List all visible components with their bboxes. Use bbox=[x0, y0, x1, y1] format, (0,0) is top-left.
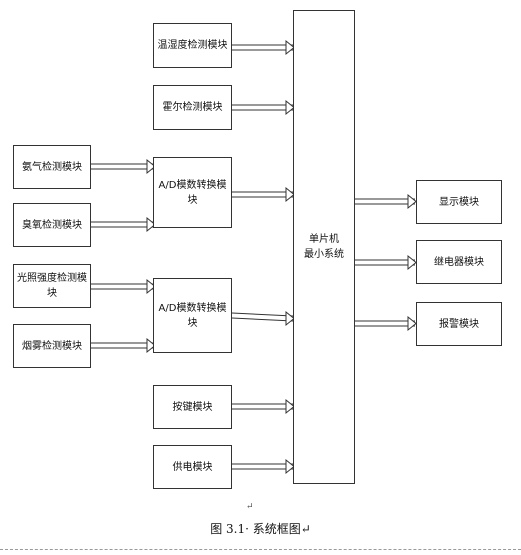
temp-humidity-module-label: 温湿度检测模块 bbox=[157, 40, 228, 51]
arrow-mcu-to-alarm bbox=[355, 315, 417, 332]
paragraph-mark: ↵ bbox=[246, 502, 254, 512]
smoke-module: 烟雾检测模块 bbox=[13, 324, 91, 368]
alarm-module: 报警模块 bbox=[416, 302, 502, 346]
light-intensity-module: 光照强度检测模块 bbox=[13, 264, 91, 308]
ammonia-module: 氨气检测模块 bbox=[13, 145, 91, 189]
display-module: 显示模块 bbox=[416, 180, 502, 224]
arrow-ozone-to-adc1 bbox=[91, 216, 156, 233]
mcu-minimum-system-label: 单片机 最小系统 bbox=[304, 234, 344, 260]
keypad-module: 按键模块 bbox=[153, 385, 232, 429]
ozone-module: 臭氧检测模块 bbox=[13, 203, 91, 247]
relay-module-label: 继电器模块 bbox=[434, 256, 484, 268]
mcu-minimum-system: 单片机 最小系统 bbox=[293, 10, 355, 484]
ozone-module-label: 臭氧检测模块 bbox=[22, 219, 82, 231]
hall-module: 霍尔检测模块 bbox=[153, 85, 232, 130]
figure-caption: 图 3.1· 系统框图↵ bbox=[210, 522, 311, 536]
temp-humidity-module: 温湿度检测模块 bbox=[153, 23, 232, 68]
power-module: 供电模块 bbox=[153, 445, 232, 489]
adc-module-2: A/D模数转换模块 bbox=[153, 278, 232, 353]
power-module-label: 供电模块 bbox=[172, 461, 213, 473]
smoke-module-label: 烟雾检测模块 bbox=[22, 340, 82, 352]
arrow-keypad-to-mcu bbox=[232, 398, 295, 415]
adc-module-1-label: A/D模数转换模块 bbox=[158, 179, 227, 206]
keypad-module-label: 按键模块 bbox=[172, 401, 213, 413]
adc-module-2-label: A/D模数转换模块 bbox=[158, 302, 227, 329]
arrow-adc2-to-mcu bbox=[231, 310, 295, 327]
arrow-adc1-to-mcu bbox=[232, 186, 295, 203]
arrow-temp-humidity-to-mcu bbox=[232, 39, 295, 56]
arrow-light-to-adc2 bbox=[91, 278, 156, 295]
arrow-hall-to-mcu bbox=[232, 99, 295, 116]
relay-module: 继电器模块 bbox=[416, 240, 502, 284]
display-module-label: 显示模块 bbox=[439, 196, 479, 208]
arrow-smoke-to-adc2 bbox=[91, 337, 156, 354]
alarm-module-label: 报警模块 bbox=[439, 318, 479, 330]
arrow-mcu-to-relay bbox=[355, 254, 417, 271]
hall-module-label: 霍尔检测模块 bbox=[162, 102, 223, 113]
arrow-power-to-mcu bbox=[232, 458, 295, 475]
arrow-mcu-to-display bbox=[355, 193, 417, 210]
arrow-ammonia-to-adc1 bbox=[91, 158, 156, 175]
ammonia-module-label: 氨气检测模块 bbox=[22, 161, 82, 173]
page-bottom-rule bbox=[0, 549, 521, 550]
adc-module-1: A/D模数转换模块 bbox=[153, 157, 232, 228]
light-intensity-module-label: 光照强度检测模块 bbox=[17, 273, 87, 299]
